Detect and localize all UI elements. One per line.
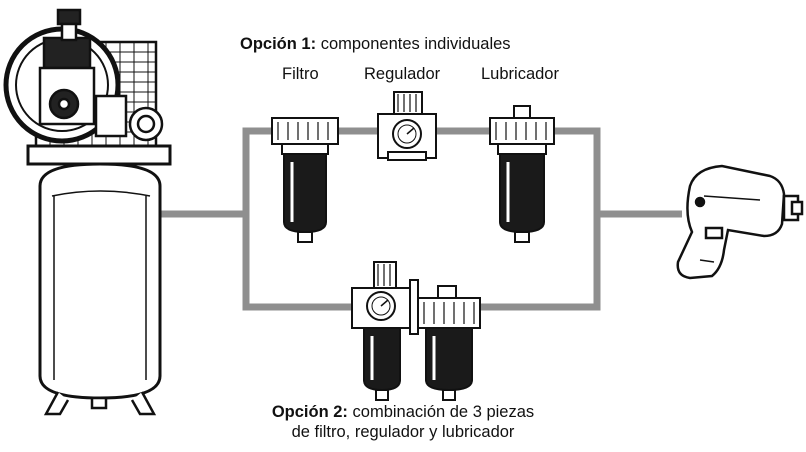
filter-icon [271, 117, 339, 243]
lubricator-icon [489, 105, 555, 243]
option-2-label: Opción 2: combinación de 3 piezas de fil… [0, 402, 806, 442]
option-2-heading: Opción 2: [271, 403, 348, 421]
regulator-label: Regulador [364, 65, 441, 83]
filter-label: Filtro [282, 65, 319, 83]
frl-combination-icon [351, 261, 481, 401]
air-compressor-icon [3, 8, 172, 416]
option-2-line1: combinación de 3 piezas [352, 403, 535, 421]
option-1-text: componentes individuales [320, 35, 511, 53]
regulator-icon [377, 91, 437, 161]
option-1-label: Opción 1: componentes individuales [240, 34, 511, 54]
impact-wrench-icon [676, 164, 804, 280]
option-2-line2: de filtro, regulador y lubricador [291, 423, 515, 441]
lubricator-label: Lubricador [481, 65, 559, 83]
option-1-heading: Opción 1: [240, 35, 317, 53]
